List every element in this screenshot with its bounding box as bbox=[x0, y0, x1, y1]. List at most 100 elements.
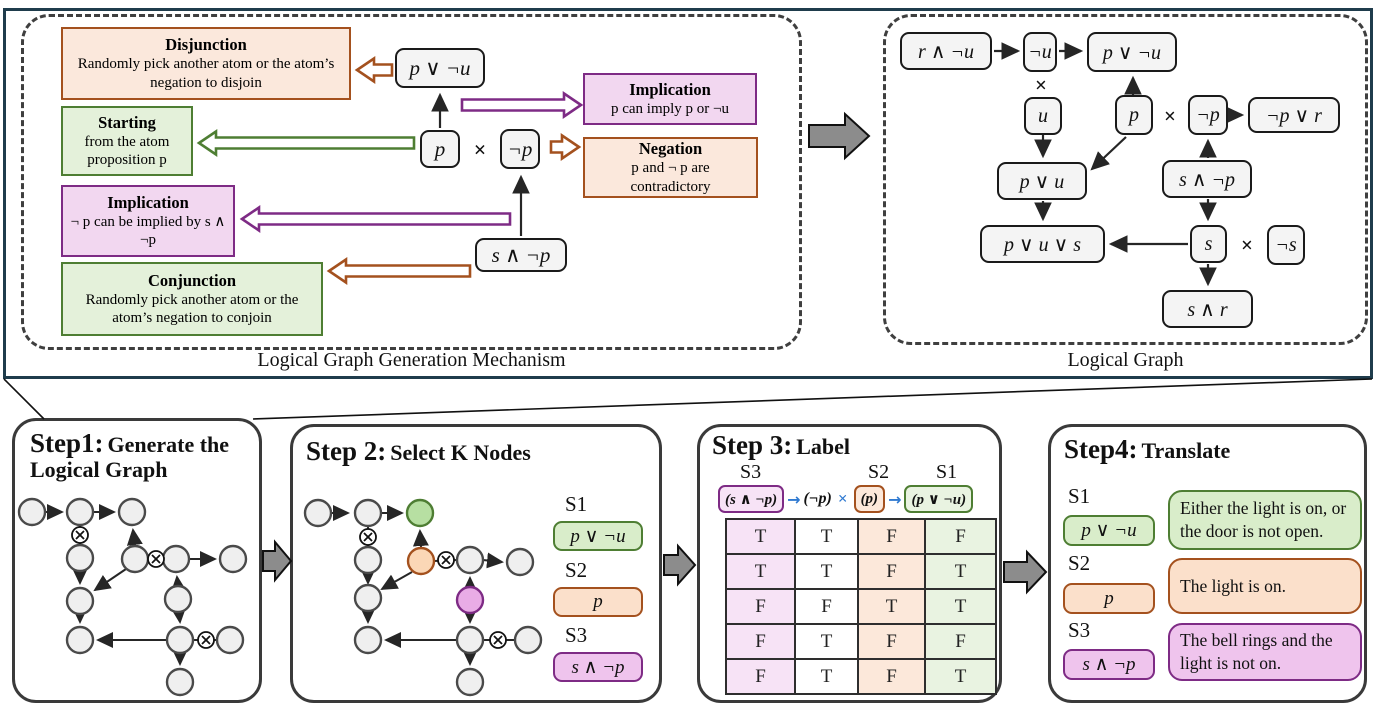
step2-to-step3-arrow bbox=[663, 543, 697, 587]
arrow-right-icon: → bbox=[787, 489, 801, 509]
truth-cell: F bbox=[794, 588, 859, 625]
truth-cell: T bbox=[924, 658, 997, 695]
truth-cell: T bbox=[794, 518, 859, 555]
truth-cell: T bbox=[794, 658, 859, 695]
step1-graph bbox=[17, 497, 248, 697]
step4-s1-sentence: Either the light is on, or the door is n… bbox=[1168, 490, 1362, 550]
step4-subtitle: Translate bbox=[1141, 438, 1231, 463]
step2-label: Step 2: bbox=[306, 436, 387, 466]
graph-node bbox=[165, 667, 195, 697]
step2-subtitle: Select K Nodes bbox=[390, 440, 531, 465]
graph-node-r-and-not-u: r ∧ ¬u bbox=[900, 32, 992, 70]
step4-s2-sentence: The light is on. bbox=[1168, 558, 1362, 614]
step2-s3-label: S3 bbox=[565, 623, 588, 647]
implication-right-arrow bbox=[460, 91, 584, 119]
selected-node-s1 bbox=[405, 498, 435, 528]
flow-arrows bbox=[262, 111, 1048, 595]
disjunction-arrow bbox=[354, 56, 394, 84]
graph-node-p-or-u: p ∨ u bbox=[997, 162, 1087, 200]
mechanism-to-graph-arrow bbox=[808, 111, 871, 161]
negation-arrow bbox=[549, 133, 582, 161]
logical-graph-caption: Logical Graph bbox=[1067, 349, 1184, 371]
graph-node bbox=[455, 545, 485, 575]
starting-title: Starting bbox=[98, 112, 156, 132]
step3-col-label-s1: S1 bbox=[936, 461, 958, 483]
step3-label: Step 3: bbox=[712, 430, 793, 460]
starting-box: Starting from the atom proposition p bbox=[61, 106, 193, 176]
starting-body: from the atom proposition p bbox=[84, 133, 170, 169]
step2-graph-nodes bbox=[303, 498, 543, 697]
contradiction-icon bbox=[437, 551, 455, 569]
step3-s1-chip: (p ∨ ¬u) bbox=[904, 485, 974, 513]
funnel-lines bbox=[3, 378, 1373, 420]
cross-icon: × bbox=[837, 489, 848, 508]
truth-cell: T bbox=[794, 553, 859, 590]
graph-node-s-and-not-p: s ∧ ¬p bbox=[1162, 160, 1252, 198]
step4-s3-sentence: The bell rings and the light is not on. bbox=[1168, 623, 1362, 681]
contradiction-icon bbox=[197, 631, 215, 649]
step1-contradiction-icons bbox=[71, 526, 215, 649]
step3-s3-chip: (s ∧ ¬p) bbox=[718, 485, 785, 513]
contradiction-cross: × bbox=[1241, 233, 1253, 257]
mechanism-caption: Logical Graph Generation Mechanism bbox=[257, 349, 566, 371]
truth-cell: F bbox=[924, 518, 997, 555]
graph-node bbox=[513, 625, 543, 655]
step4-s1-formula: p ∨ ¬u bbox=[1063, 515, 1155, 546]
step1-label: Step1: bbox=[30, 428, 104, 458]
graph-node bbox=[120, 544, 150, 574]
disjunction-body: Randomly pick another atom or the atom’s… bbox=[77, 56, 335, 91]
graph-node bbox=[17, 497, 47, 527]
graph-node bbox=[353, 498, 383, 528]
graph-node-not-s: ¬s bbox=[1267, 225, 1305, 265]
contradiction-icon bbox=[147, 550, 165, 568]
graph-node bbox=[65, 543, 95, 573]
graph-node bbox=[65, 497, 95, 527]
graph-node-u: u bbox=[1024, 97, 1062, 135]
step4-s3-label: S3 bbox=[1068, 618, 1091, 642]
conjunction-title: Conjunction bbox=[147, 270, 237, 290]
step4-s2-label: S2 bbox=[1068, 551, 1091, 575]
step3-col-label-s2: S2 bbox=[868, 461, 890, 483]
truth-cell: T bbox=[725, 518, 796, 555]
starting-arrow bbox=[196, 129, 416, 157]
contradiction-cross: × bbox=[474, 137, 487, 162]
graph-node-not-p-or-r: ¬p ∨ r bbox=[1248, 97, 1340, 133]
step3-to-step4-arrow bbox=[1003, 549, 1048, 595]
step2-contradiction-icons bbox=[359, 528, 507, 649]
selected-node-s2 bbox=[406, 546, 436, 576]
step2-s1-formula: p ∨ ¬u bbox=[553, 521, 643, 551]
step3-subtitle: Label bbox=[796, 434, 851, 459]
formula-node-negation: ¬p bbox=[500, 129, 540, 169]
step3-title: Step 3: Label bbox=[712, 430, 992, 460]
graph-node-not-p: ¬p bbox=[1188, 95, 1228, 135]
step2-s3-formula: s ∧ ¬p bbox=[553, 652, 643, 682]
implication-right-title: Implication bbox=[629, 79, 711, 99]
implication-left-title: Implication bbox=[107, 192, 189, 212]
truth-cell: T bbox=[725, 553, 796, 590]
implication-left-box: Implication ¬ p can be implied by s ∧ ¬p bbox=[61, 185, 235, 257]
graph-node-p: p bbox=[1115, 95, 1153, 135]
arrow-right-icon: → bbox=[888, 489, 902, 509]
truth-cell: F bbox=[725, 588, 796, 625]
implication-right-body: p can imply p or ¬u bbox=[610, 100, 730, 117]
conjunction-arrow bbox=[326, 257, 472, 285]
logical-graph-edges bbox=[994, 42, 1245, 287]
step4-label: Step4: bbox=[1064, 434, 1138, 464]
contradiction-cross: × bbox=[1035, 73, 1047, 97]
truth-cell: T bbox=[794, 623, 859, 660]
truth-cell: F bbox=[725, 658, 796, 695]
step4-title: Step4: Translate bbox=[1064, 434, 1359, 464]
graph-node bbox=[455, 667, 485, 697]
logical-graph-box bbox=[883, 14, 1368, 345]
implication-left-body: ¬ p can be implied by s ∧ ¬p bbox=[70, 213, 226, 249]
graph-node bbox=[65, 625, 95, 655]
graph-node bbox=[161, 544, 191, 574]
graph-node bbox=[218, 544, 248, 574]
truth-cell: F bbox=[857, 623, 926, 660]
contradiction-cross: × bbox=[1164, 104, 1176, 128]
